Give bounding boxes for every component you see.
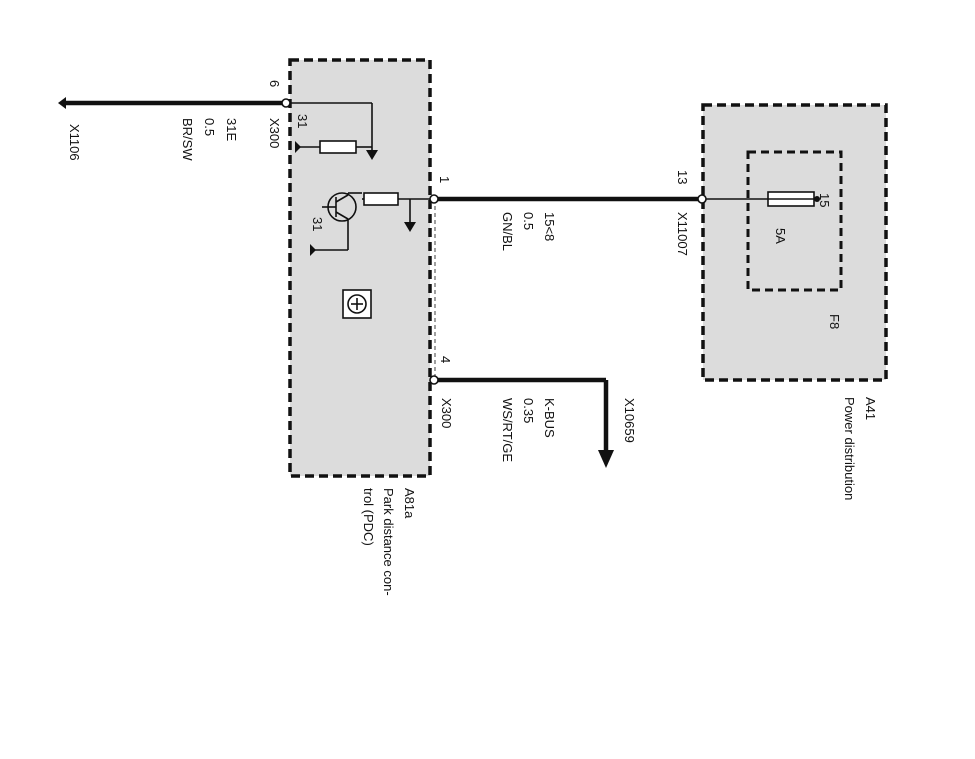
ground-terminal-label: 31E <box>224 118 239 141</box>
ground-gauge-label: 0.5 <box>202 118 217 136</box>
power-distribution-box[interactable] <box>701 103 888 382</box>
ground-color-label: BR/SW <box>180 118 195 161</box>
fuse-terminal-label: 15 <box>817 193 832 207</box>
pin-1-label: 1 <box>437 176 452 183</box>
pdc-module-box[interactable] <box>288 58 432 478</box>
labels: X1106 6 X300 31E 0.5 BR/SW 31 31 1 15<8 … <box>67 80 878 596</box>
power-wire[interactable] <box>429 191 820 207</box>
pin-13-label: 13 <box>675 170 690 184</box>
ground-symbol-x1106 <box>58 97 66 109</box>
pdc-id-label: A81a <box>402 488 417 519</box>
power-connector-label: X11007 <box>675 212 690 256</box>
distribution-id-label: A41 <box>863 397 878 420</box>
kbus-signal-label: K-BUS <box>542 398 557 438</box>
ground-wire[interactable] <box>58 97 291 109</box>
ground-id-label: X1106 <box>67 124 82 161</box>
kbus-wire[interactable] <box>429 375 614 468</box>
pdc-ground-top-label: 31 <box>295 114 310 128</box>
pdc-name-line1: Park distance con- <box>381 488 396 596</box>
kbus-color-label: WS/RT/GE <box>500 398 515 462</box>
ground-arrow-top <box>295 141 301 153</box>
kbus-target-label: X10659 <box>622 398 637 443</box>
resistor-mid <box>363 192 399 206</box>
pdc-internal-circuit <box>290 102 436 380</box>
ground-arrow-bottom <box>310 244 316 256</box>
resistor-top <box>319 140 357 154</box>
power-terminal-label: 15<8 <box>542 212 557 241</box>
pdc-name-line2: trol (PDC) <box>361 488 376 546</box>
pin-4-label: 4 <box>438 356 453 363</box>
pin-6-connector <box>281 98 291 108</box>
pin-1-connector <box>429 194 439 204</box>
pin-6-label: 6 <box>267 80 282 87</box>
power-gauge-label: 0.5 <box>521 212 536 230</box>
fuse-terminal-dot <box>814 196 820 202</box>
kbus-connector-label: X300 <box>439 398 454 428</box>
pin-13-connector <box>697 194 707 204</box>
fuse-f8-box <box>746 150 843 292</box>
pdc-ground-bottom-label: 31 <box>310 217 325 231</box>
kbus-gauge-label: 0.35 <box>521 398 536 423</box>
pin-4-connector <box>429 375 439 385</box>
fuse-id-label: F8 <box>827 314 842 329</box>
ground-connector-label: X300 <box>267 118 282 148</box>
distribution-name-label: Power distribution <box>842 397 857 500</box>
power-color-label: GN/BL <box>500 212 515 251</box>
fuse-rating-label: 5A <box>773 228 788 244</box>
kbus-arrow-icon <box>598 450 614 468</box>
